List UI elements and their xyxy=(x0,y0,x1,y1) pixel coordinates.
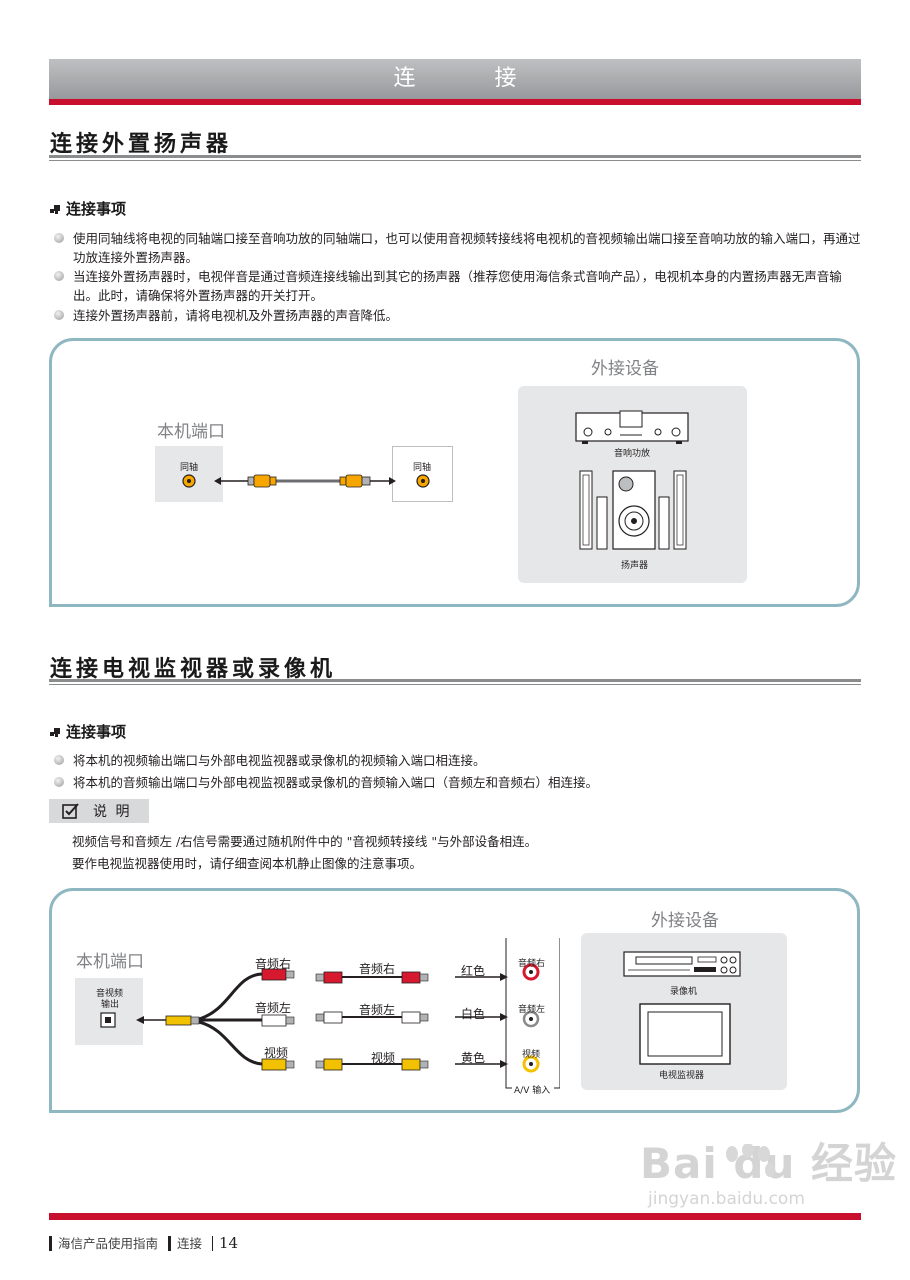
split-label-video: 视频 xyxy=(264,1046,289,1060)
footer-section: 连接 xyxy=(177,1236,203,1251)
diagram2-local-port-label-2: 输出 xyxy=(101,1000,120,1010)
cable-label-right: 音频右 xyxy=(359,962,396,976)
section2-subheading: 连接事项 xyxy=(50,721,126,742)
diagram1-coax-cable xyxy=(182,474,430,488)
section2-rule-thin xyxy=(49,684,861,685)
section1-subheading-text: 连接事项 xyxy=(66,200,127,218)
vcr-icon xyxy=(623,951,741,977)
bullet-circle-icon xyxy=(54,310,64,320)
watermark-url: jingyan.baidu.com xyxy=(648,1189,805,1209)
amplifier-icon xyxy=(575,410,689,444)
diagram2-local-port-box xyxy=(75,978,143,1045)
split-label-left: 音频左 xyxy=(255,1001,292,1015)
section1-title: 连接外置扬声器 xyxy=(50,132,233,157)
av-input-label: A/V 输入 xyxy=(514,1086,551,1096)
diagram1-external-title: 外接设备 xyxy=(591,359,659,379)
section1-bullet-3: 连接外置扬声器前，请将电视机及外置扬声器的声音降低。 xyxy=(53,306,861,325)
rca-cable-yellow-icon xyxy=(315,1058,429,1071)
amplifier-label: 音响功放 xyxy=(614,449,651,459)
section2-rule-thick xyxy=(49,679,861,682)
section1-rule-thick xyxy=(49,155,861,158)
arrow-left-icon xyxy=(214,477,221,485)
speaker-label: 扬声器 xyxy=(621,561,649,571)
header-red-line xyxy=(49,99,861,105)
speaker-icon xyxy=(579,470,687,550)
cable-label-left: 音频左 xyxy=(359,1003,396,1017)
note-line-1: 视频信号和音频左 /右信号需要通过随机附件中的 "音视频转接线 "与外部设备相连… xyxy=(72,834,538,849)
square-bullet-icon xyxy=(50,728,60,738)
diagram2-external-title: 外接设备 xyxy=(651,911,719,931)
monitor-icon xyxy=(639,1003,731,1065)
color-label-red: 红色 xyxy=(461,964,486,978)
section2-bullet-1: 将本机的视频输出端口与外部电视监视器或录像机的视频输入端口相连接。 xyxy=(53,751,861,770)
diagram1-local-port-title: 本机端口 xyxy=(157,422,225,442)
section2-subheading-text: 连接事项 xyxy=(66,723,127,741)
square-bullet-icon xyxy=(50,205,60,215)
arrow-right-icon xyxy=(500,973,508,981)
bullet-circle-icon xyxy=(54,233,64,243)
section2-title: 连接电视监视器或录像机 xyxy=(50,657,337,682)
diagram2-local-port-label-1: 音视频 xyxy=(96,989,124,999)
footer: 海信产品使用指南 连接 14 xyxy=(49,1233,238,1252)
arrow-right-icon xyxy=(500,1060,508,1068)
checkbox-note-icon xyxy=(62,803,79,819)
color-label-yellow: 黄色 xyxy=(461,1051,486,1065)
rca-cable-red-icon xyxy=(315,971,429,984)
input-label-video: 视频 xyxy=(522,1050,541,1060)
input-label-left: 音频左 xyxy=(518,1005,546,1015)
section1-subheading: 连接事项 xyxy=(50,198,126,219)
arrow-right-icon xyxy=(389,477,396,485)
section1-rule-thin xyxy=(49,160,861,161)
vcr-label: 录像机 xyxy=(670,987,698,997)
baidu-watermark: Bai du 经验 jingyan.baidu.com xyxy=(640,1140,897,1210)
arrow-right-icon xyxy=(500,1013,508,1021)
note-badge: 说 明 xyxy=(49,799,149,823)
bullet-circle-icon xyxy=(54,271,64,281)
section1-bullet-1: 使用同轴线将电视的同轴端口接至音响功放的同轴端口，也可以使用音视频转接线将电视机… xyxy=(53,229,861,267)
note-line-2: 要作电视监视器使用时，请仔细查阅本机静止图像的注意事项。 xyxy=(72,856,423,871)
footer-page-number: 14 xyxy=(219,1234,239,1252)
footer-guide: 海信产品使用指南 xyxy=(58,1236,159,1251)
diagram1-local-port-label: 同轴 xyxy=(180,463,199,473)
color-label-white: 白色 xyxy=(461,1007,486,1021)
diagram1-local-port-box xyxy=(155,446,223,502)
monitor-label: 电视监视器 xyxy=(659,1071,705,1081)
note-badge-label: 说 明 xyxy=(93,804,132,820)
bullet-circle-icon xyxy=(54,777,64,787)
page-title: 连 接 xyxy=(393,66,553,91)
vcr-monitor-illustration xyxy=(623,951,741,1065)
input-label-right: 音频右 xyxy=(518,959,546,969)
watermark-brand: Bai du 经验 xyxy=(640,1139,897,1188)
section2-bullet-2: 将本机的音频输出端口与外部电视监视器或录像机的音频输入端口（音频左和音频右）相连… xyxy=(53,773,861,792)
split-label-right: 音频右 xyxy=(255,957,292,971)
diagram1-remote-port-label: 同轴 xyxy=(413,463,432,473)
rca-cable-white-icon xyxy=(315,1011,429,1024)
cable-label-video: 视频 xyxy=(371,1051,396,1065)
diagram1-remote-port-box xyxy=(392,446,453,502)
header-band xyxy=(49,59,861,99)
rca-plug-white-icon xyxy=(261,1014,287,1027)
section1-bullet-2: 当连接外置扬声器时，电视伴音是通过音频连接线输出到其它的扬声器（推荐您使用海信条… xyxy=(53,267,861,305)
amplifier-speakers-illustration xyxy=(575,410,689,550)
baidu-paw-icon xyxy=(726,1144,775,1177)
footer-red-line xyxy=(49,1213,861,1220)
diagram2-local-port-title: 本机端口 xyxy=(76,952,144,972)
bullet-circle-icon xyxy=(54,755,64,765)
diagram2-av-cable xyxy=(100,938,560,1089)
arrow-left-icon xyxy=(136,1016,144,1024)
